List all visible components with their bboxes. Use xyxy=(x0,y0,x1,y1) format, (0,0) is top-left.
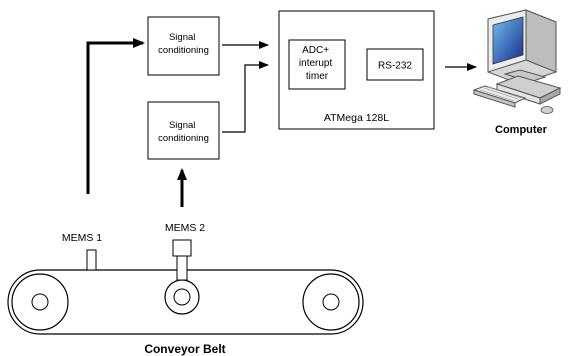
conveyor-belt xyxy=(7,239,364,335)
arrow-bottom-to-mcu xyxy=(222,61,269,133)
signal-conditioning-top-label: Signal conditioning xyxy=(158,32,209,56)
conveyor-label: Conveyor Belt xyxy=(144,342,225,356)
arrow-mems1-to-conditioning xyxy=(86,38,145,194)
mems2-mount xyxy=(176,255,188,281)
computer-label: Computer xyxy=(495,124,548,136)
mems2-label: MEMS 2 xyxy=(165,222,205,234)
adc-label: ADC+ interupt timer xyxy=(299,45,335,82)
signal-conditioning-bottom-block: Signal conditioning xyxy=(147,101,220,160)
atmega-block: ADC+ interupt timer RS-232 ATMega 128L xyxy=(278,10,435,130)
atmega-label: ATMega 128L xyxy=(324,112,389,124)
adc-block xyxy=(288,39,346,90)
signal-conditioning-top-block: Signal conditioning xyxy=(147,16,220,76)
rs232-block xyxy=(366,48,424,81)
mems2-sensor xyxy=(172,239,192,257)
rs232-label: RS-232 xyxy=(378,61,412,72)
computer-icon xyxy=(472,9,562,114)
mems1-sensor xyxy=(86,249,97,271)
mems1-label: MEMS 1 xyxy=(62,232,102,244)
signal-conditioning-bottom-label: Signal conditioning xyxy=(158,120,209,144)
